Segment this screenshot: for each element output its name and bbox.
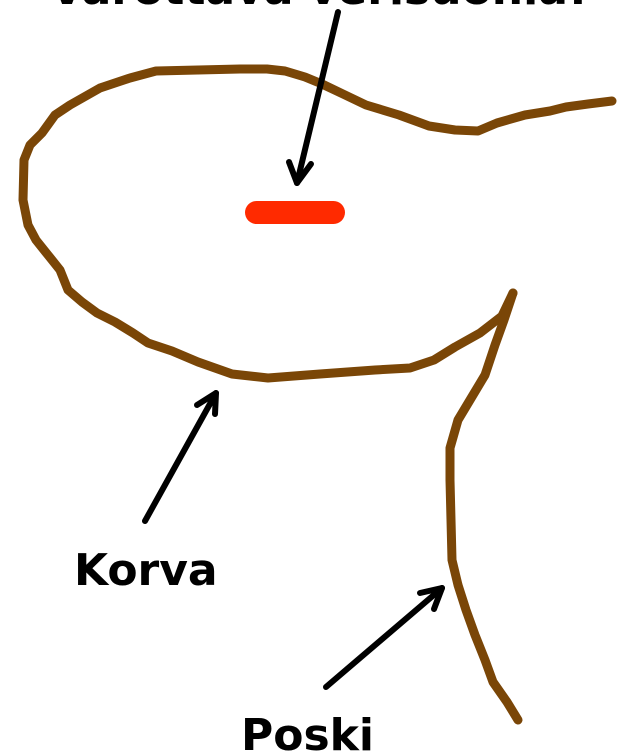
korva-arrow-shaft: [145, 393, 216, 521]
korva-label: Korva: [74, 545, 218, 596]
vessel-arrow-shaft: [297, 12, 338, 183]
poski-label: Poski: [241, 710, 374, 752]
top-label: Varottava verisuonia!: [50, 0, 588, 15]
blood-vessel-marker: [245, 201, 345, 224]
poski-arrow-shaft: [326, 588, 442, 687]
cheek-outline: [450, 293, 518, 720]
